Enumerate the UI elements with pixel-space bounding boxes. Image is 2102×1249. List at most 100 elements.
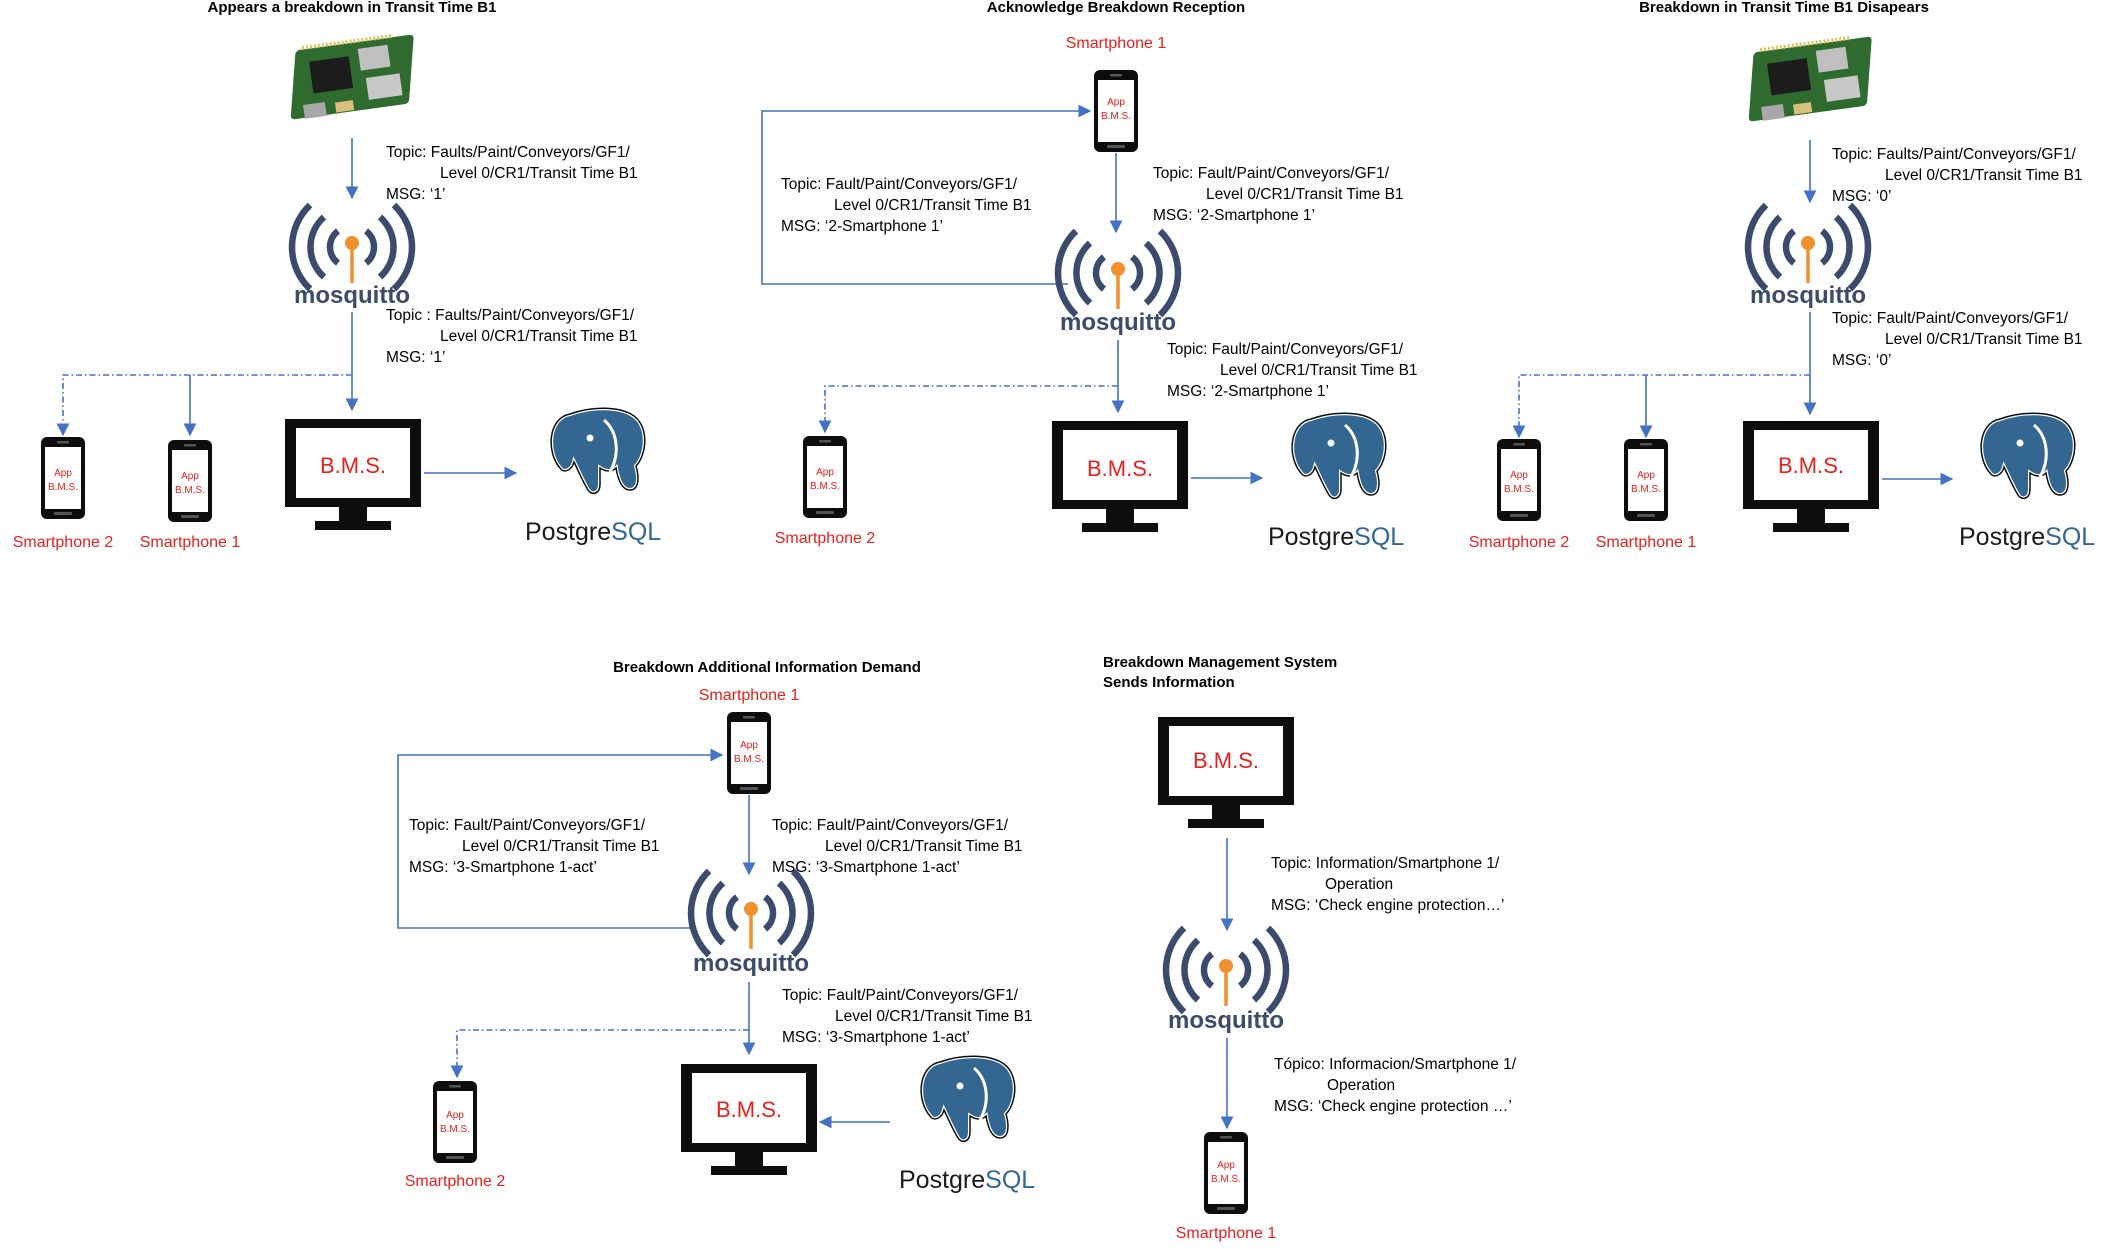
app-label: App: [1510, 470, 1528, 481]
smartphone-icon: [1204, 1132, 1248, 1214]
panel-title: Acknowledge Breakdown Reception: [987, 0, 1245, 16]
smartphone-label: Smartphone 2: [1469, 534, 1570, 551]
message-topic-continued: Level 0/CR1/Transit Time B1: [440, 165, 638, 182]
panel-title: Breakdown Additional Information Demand: [613, 659, 921, 676]
app-label: B.M.S.: [1631, 484, 1661, 495]
panel-title: Breakdown Management System: [1103, 654, 1337, 671]
mosquitto-icon: [292, 205, 412, 289]
mosquitto-icon: [691, 871, 811, 955]
smartphone-label: Smartphone 2: [775, 530, 876, 547]
app-label: B.M.S.: [1504, 484, 1534, 495]
panel-breakdown-appears: Appears a breakdown in Transit Time B1 T…: [13, 0, 662, 551]
message-topic: Tópico: Informacion/Smartphone 1/: [1274, 1056, 1517, 1073]
panel-title: Appears a breakdown in Transit Time B1: [208, 0, 497, 16]
mosquitto-icon: [1058, 231, 1178, 315]
mosquitto-logo-text: mosquitto: [693, 950, 809, 977]
message-topic-continued: Operation: [1327, 1077, 1395, 1094]
raspberry-pi-icon: [1746, 34, 1874, 124]
app-label: App: [1107, 97, 1125, 108]
message-topic: Topic: Fault/Paint/Conveyors/GF1/: [1153, 165, 1390, 182]
smartphone-1: App B.M.S. Smartphone 1: [1176, 1132, 1277, 1242]
message-payload: MSG: ‘3-Smartphone 1-act’: [772, 859, 960, 876]
smartphone-label: Smartphone 1: [140, 534, 241, 551]
arrow-broker-to-smartphone-2: [1512, 374, 1810, 439]
postgresql-database: PostgreSQL: [899, 1054, 1035, 1194]
message-payload: MSG: ‘2-Smartphone 1’: [1167, 383, 1329, 400]
smartphone-label: Smartphone 2: [13, 534, 114, 551]
smartphone-1: App B.M.S.: [727, 712, 771, 794]
smartphone-icon: [727, 712, 771, 794]
postgresql-icon: [1979, 411, 2077, 501]
bms-label: B.M.S.: [1778, 453, 1844, 478]
bms-label: B.M.S.: [716, 1097, 782, 1122]
panel-bms-sends-information: Breakdown Management System Sends Inform…: [1103, 654, 1517, 1242]
mosquitto-logo-text: mosquitto: [1750, 282, 1866, 309]
message-topic: Topic: Fault/Paint/Conveyors/GF1/: [409, 817, 646, 834]
app-label: App: [740, 740, 758, 751]
panel-additional-information-demand: Breakdown Additional Information Demand …: [397, 659, 1035, 1194]
postgresql-logo-text: PostgreSQL: [525, 518, 661, 546]
app-label: B.M.S.: [1101, 111, 1131, 122]
panel-title: Sends Information: [1103, 674, 1235, 691]
message-topic: Topic: Faults/Paint/Conveyors/GF1/: [386, 144, 630, 161]
message-payload: MSG: ‘2-Smartphone 1’: [781, 218, 943, 235]
bms-monitor: B.M.S.: [1158, 717, 1294, 828]
message-topic-continued: Level 0/CR1/Transit Time B1: [462, 838, 660, 855]
smartphone-2: App B.M.S. Smartphone 2: [405, 1081, 506, 1190]
arrow-broker-to-smartphone-2: [56, 374, 352, 437]
smartphone-label: Smartphone 1: [1176, 1225, 1277, 1242]
app-label: App: [54, 468, 72, 479]
postgresql-icon: [549, 406, 647, 496]
panel-acknowledge-reception: Acknowledge Breakdown Reception Smartpho…: [761, 0, 1418, 551]
message-payload: MSG: ‘0’: [1832, 352, 1891, 369]
app-label: B.M.S.: [440, 1124, 470, 1135]
message-payload: MSG: ‘1’: [386, 349, 445, 366]
app-label: App: [1637, 470, 1655, 481]
bms-monitor: B.M.S.: [1743, 421, 1879, 532]
raspberry-pi-icon: [288, 32, 416, 122]
bms-monitor: B.M.S.: [681, 1064, 817, 1175]
smartphone-1: App B.M.S. Smartphone 1: [1596, 439, 1696, 551]
postgresql-database: PostgreSQL: [525, 406, 661, 546]
message-payload: MSG: ‘1’: [386, 186, 445, 203]
postgresql-icon: [919, 1054, 1017, 1144]
app-label: App: [446, 1110, 464, 1121]
mosquitto-logo-text: mosquitto: [294, 282, 410, 309]
message-payload: MSG: ‘Check engine protection …’: [1274, 1098, 1512, 1115]
message-topic: Topic: Fault/Paint/Conveyors/GF1/: [1167, 341, 1404, 358]
smartphone-1: App B.M.S. Smartphone 1: [140, 440, 241, 551]
message-payload: MSG: ‘3-Smartphone 1-act’: [782, 1029, 970, 1046]
postgresql-database: PostgreSQL: [1959, 411, 2095, 551]
postgresql-logo-text: PostgreSQL: [1959, 523, 2095, 551]
app-label: B.M.S.: [48, 482, 78, 493]
arrow-broker-loop-to-smartphone-1: [397, 748, 724, 929]
panel-breakdown-disappears: Breakdown in Transit Time B1 Disapears T…: [1469, 0, 2096, 551]
smartphone-label: Smartphone 1: [699, 687, 800, 704]
bms-label: B.M.S.: [1087, 456, 1153, 481]
message-topic: Topic: Fault/Paint/Conveyors/GF1/: [782, 987, 1019, 1004]
message-topic-continued: Level 0/CR1/Transit Time B1: [835, 1008, 1033, 1025]
postgresql-database: PostgreSQL: [1268, 411, 1404, 551]
mosquitto-icon: [1748, 205, 1868, 289]
message-payload: MSG: ‘3-Smartphone 1-act’: [409, 859, 597, 876]
message-topic: Topic: Faults/Paint/Conveyors/GF1/: [1832, 146, 2076, 163]
postgresql-logo-text: PostgreSQL: [1268, 523, 1404, 551]
arrow-broker-to-smartphone-2: [818, 385, 1118, 434]
app-label: B.M.S.: [810, 481, 840, 492]
bms-label: B.M.S.: [320, 453, 386, 478]
message-topic: Topic: Fault/Paint/Conveyors/GF1/: [772, 817, 1009, 834]
smartphone-2: App B.M.S. Smartphone 2: [13, 437, 114, 551]
message-payload: MSG: ‘2-Smartphone 1’: [1153, 207, 1315, 224]
smartphone-2: App B.M.S. Smartphone 2: [775, 436, 876, 547]
mosquitto-logo-text: mosquitto: [1060, 309, 1176, 336]
bms-monitor: B.M.S.: [1052, 421, 1188, 532]
message-topic-continued: Level 0/CR1/Transit Time B1: [1220, 362, 1418, 379]
app-label: App: [181, 471, 199, 482]
smartphone-label: Smartphone 2: [405, 1173, 506, 1190]
message-topic-continued: Level 0/CR1/Transit Time B1: [1885, 331, 2083, 348]
mosquitto-icon: [1166, 928, 1286, 1012]
app-label: B.M.S.: [1211, 1174, 1241, 1185]
app-label: B.M.S.: [175, 485, 205, 496]
postgresql-logo-text: PostgreSQL: [899, 1166, 1035, 1194]
message-topic-continued: Operation: [1325, 876, 1393, 893]
